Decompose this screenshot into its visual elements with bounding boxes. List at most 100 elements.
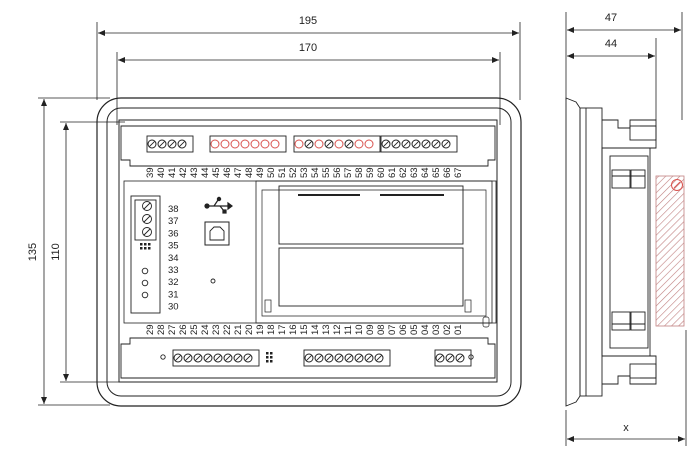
terminal-label: 42 <box>178 167 189 178</box>
terminal-label: 53 <box>299 167 310 178</box>
terminal-label: 57 <box>343 167 354 178</box>
left-terminal-block <box>130 195 161 314</box>
terminal-label: 64 <box>420 167 431 178</box>
outer-bezel <box>96 97 522 407</box>
terminal-block <box>293 135 381 153</box>
left-terminal-screws <box>142 201 152 237</box>
terminal-label: 01 <box>453 324 464 335</box>
terminal-screw <box>260 139 270 149</box>
terminal-block <box>434 349 472 367</box>
terminal-screw <box>294 139 304 149</box>
terminal-label: 67 <box>453 167 464 178</box>
terminal-label: 40 <box>156 167 167 178</box>
terminal-label: 54 <box>310 167 321 178</box>
terminal-screw <box>314 139 324 149</box>
terminal-label: 66 <box>442 167 453 178</box>
terminal-label: 20 <box>244 324 255 335</box>
terminal-label: 48 <box>244 167 255 178</box>
dim-height-outer: 135 <box>27 243 39 261</box>
usb-b-port-icon <box>204 221 230 246</box>
dim-height-inner: 110 <box>50 243 62 261</box>
terminal-screw <box>210 139 220 149</box>
terminal-label: 38 <box>168 204 179 215</box>
dimension-lines-front <box>38 22 521 406</box>
terminal-label: 19 <box>255 324 266 335</box>
terminal-label: 16 <box>288 324 299 335</box>
terminal-label: 60 <box>376 167 387 178</box>
terminal-label: 46 <box>222 167 233 178</box>
terminal-label: 65 <box>431 167 442 178</box>
terminal-label: 11 <box>343 325 354 335</box>
terminal-label: 03 <box>431 324 442 335</box>
terminal-label: 44 <box>200 167 211 178</box>
terminal-label: 61 <box>387 167 398 178</box>
terminal-label: 49 <box>255 167 266 178</box>
terminal-screw <box>230 139 240 149</box>
terminal-label: 51 <box>277 167 288 178</box>
terminal-label: 22 <box>222 324 233 335</box>
terminal-label: 12 <box>332 324 343 335</box>
terminal-label: 36 <box>168 228 179 239</box>
terminal-screw <box>354 139 364 149</box>
terminal-label: 55 <box>321 167 332 178</box>
dim-width-inner: 170 <box>299 42 317 54</box>
terminal-label: 10 <box>354 324 365 335</box>
upper-module <box>278 185 464 245</box>
terminal-label: 05 <box>409 324 420 335</box>
terminal-screw <box>364 139 374 149</box>
terminal-label: 39 <box>145 167 156 178</box>
left-terminal-dots <box>140 243 151 250</box>
terminal-label: 06 <box>398 324 409 335</box>
terminal-block <box>209 135 287 153</box>
terminal-label: 02 <box>442 324 453 335</box>
terminal-label: 31 <box>168 289 179 300</box>
terminal-label: 07 <box>387 324 398 335</box>
terminal-label: 26 <box>178 324 189 335</box>
dim-depth-body: 44 <box>605 38 617 50</box>
housing <box>118 119 498 383</box>
lower-module <box>278 247 464 307</box>
terminal-screw <box>250 139 260 149</box>
inner-bezel <box>106 107 512 397</box>
terminal-label: 17 <box>277 324 288 335</box>
terminal-label: 21 <box>233 324 244 335</box>
terminal-screw <box>240 139 250 149</box>
terminal-label: 23 <box>211 324 222 335</box>
terminal-label: 24 <box>200 324 211 335</box>
terminal-label: 43 <box>189 167 200 178</box>
terminal-label: 14 <box>310 324 321 335</box>
terminal-block <box>380 135 458 153</box>
terminal-label: 18 <box>266 324 277 335</box>
terminal-label: 50 <box>266 167 277 178</box>
terminal-label: 13 <box>321 324 332 335</box>
terminal-screw <box>270 139 280 149</box>
terminal-label: 35 <box>168 241 179 252</box>
terminal-label: 58 <box>354 167 365 178</box>
terminal-block <box>146 135 194 153</box>
dim-depth-total: 47 <box>605 12 617 24</box>
terminal-label: 52 <box>288 167 299 178</box>
terminal-block <box>303 349 391 367</box>
front-view <box>96 97 522 407</box>
usb-icon <box>204 196 233 214</box>
terminal-label: 37 <box>168 216 179 227</box>
terminal-label: 56 <box>332 167 343 178</box>
terminal-label: 41 <box>167 167 178 178</box>
terminal-label: 08 <box>376 324 387 335</box>
terminal-label: 29 <box>145 324 156 335</box>
terminal-label: 47 <box>233 167 244 178</box>
terminal-label: 32 <box>168 277 179 288</box>
terminal-label: 27 <box>167 324 178 335</box>
terminal-label: 59 <box>365 167 376 178</box>
terminal-screws <box>146 135 474 367</box>
wiring-clearance-area <box>655 175 685 327</box>
terminal-block <box>172 349 260 367</box>
side-view <box>565 97 657 407</box>
terminal-label: 09 <box>365 324 376 335</box>
dimension-lines-side <box>565 12 687 446</box>
terminal-label: 15 <box>299 324 310 335</box>
terminal-label: 45 <box>211 167 222 178</box>
